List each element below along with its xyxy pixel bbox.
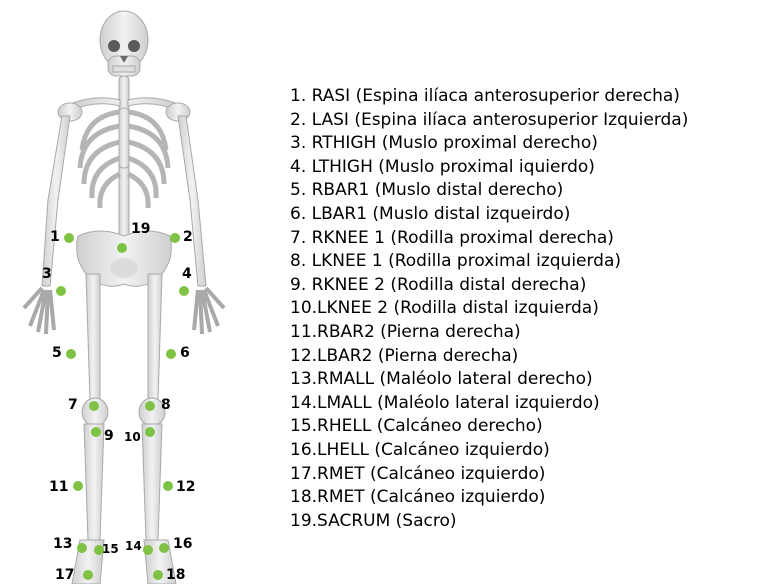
legend-item: 10.LKNEE 2 (Rodilla distal izquierda) bbox=[290, 297, 688, 321]
marker-dot-17 bbox=[83, 570, 93, 580]
legend-item: 3. RTHIGH (Muslo proximal derecho) bbox=[290, 132, 688, 156]
marker-label-19: 19 bbox=[131, 221, 150, 237]
marker-dot-8 bbox=[145, 401, 155, 411]
marker-dot-2 bbox=[170, 233, 180, 243]
marker-dot-1 bbox=[64, 233, 74, 243]
legend-item: 17.RMET (Calcáneo izquierdo) bbox=[290, 463, 688, 487]
legend-item: 1. RASI (Espina ilíaca anterosuperior de… bbox=[290, 85, 688, 109]
femur-right bbox=[86, 274, 100, 400]
marker-label-1: 1 bbox=[50, 229, 60, 245]
marker-dot-10 bbox=[145, 427, 155, 437]
marker-label-13: 13 bbox=[53, 536, 72, 552]
legend-item: 13.RMALL (Maléolo lateral derecho) bbox=[290, 368, 688, 392]
legend-item: 8. LKNEE 1 (Rodilla proximal izquierda) bbox=[290, 250, 688, 274]
legend-item: 14.LMALL (Maléolo lateral izquierdo) bbox=[290, 392, 688, 416]
marker-dot-19 bbox=[117, 243, 127, 253]
marker-label-18: 18 bbox=[166, 567, 185, 583]
legend-item: 15.RHELL (Calcáneo derecho) bbox=[290, 415, 688, 439]
marker-dot-14 bbox=[143, 545, 153, 555]
legend-item: 4. LTHIGH (Muslo proximal iquierdo) bbox=[290, 156, 688, 180]
marker-label-15: 15 bbox=[102, 541, 119, 557]
legend-item: 16.LHELL (Calcáneo izquierdo) bbox=[290, 439, 688, 463]
marker-label-11: 11 bbox=[49, 479, 68, 495]
arm-left bbox=[178, 116, 206, 286]
legend-item: 2. LASI (Espina ilíaca anterosuperior Iz… bbox=[290, 109, 688, 133]
marker-label-12: 12 bbox=[176, 479, 195, 495]
marker-label-9: 9 bbox=[104, 428, 114, 444]
legend-item: 11.RBAR2 (Pierna derecha) bbox=[290, 321, 688, 345]
marker-label-3: 3 bbox=[42, 266, 52, 282]
legend-item: 18.RMET (Calcáneo izquierdo) bbox=[290, 486, 688, 510]
legend-item: 9. RKNEE 2 (Rodilla distal derecha) bbox=[290, 274, 688, 298]
marker-label-16: 16 bbox=[173, 536, 192, 552]
tibia-left bbox=[142, 424, 162, 540]
marker-label-8: 8 bbox=[161, 397, 171, 413]
marker-label-6: 6 bbox=[180, 345, 190, 361]
legend-item: 12.LBAR2 (Pierna derecha) bbox=[290, 345, 688, 369]
marker-label-5: 5 bbox=[52, 345, 62, 361]
marker-label-14: 14 bbox=[125, 538, 142, 554]
marker-dot-5 bbox=[66, 349, 76, 359]
tibia-right bbox=[84, 424, 104, 540]
marker-dot-12 bbox=[163, 481, 173, 491]
marker-dot-18 bbox=[153, 570, 163, 580]
marker-label-4: 4 bbox=[182, 266, 192, 282]
marker-dot-9 bbox=[91, 427, 101, 437]
marker-dot-11 bbox=[73, 481, 83, 491]
marker-dot-7 bbox=[89, 401, 99, 411]
skeleton-illustration bbox=[0, 0, 290, 584]
hand-left bbox=[194, 288, 224, 334]
legend-item: 6. LBAR1 (Muslo distal izqueirdo) bbox=[290, 203, 688, 227]
marker-legend: 1. RASI (Espina ilíaca anterosuperior de… bbox=[290, 85, 688, 533]
sternum bbox=[119, 108, 129, 168]
legend-item: 7. RKNEE 1 (Rodilla proximal derecha) bbox=[290, 227, 688, 251]
marker-dot-13 bbox=[77, 543, 87, 553]
arm-right bbox=[42, 116, 70, 286]
hand-right bbox=[24, 288, 54, 334]
marker-label-17: 17 bbox=[55, 567, 74, 583]
skull bbox=[100, 11, 148, 76]
legend-item: 5. RBAR1 (Muslo distal derecho) bbox=[290, 179, 688, 203]
marker-dot-3 bbox=[56, 286, 66, 296]
marker-label-7: 7 bbox=[68, 397, 78, 413]
marker-dot-16 bbox=[159, 543, 169, 553]
marker-label-2: 2 bbox=[183, 229, 193, 245]
marker-dot-6 bbox=[166, 349, 176, 359]
legend-item: 19.SACRUM (Sacro) bbox=[290, 510, 688, 534]
marker-dot-4 bbox=[179, 286, 189, 296]
femur-left bbox=[148, 274, 162, 400]
marker-label-10: 10 bbox=[124, 429, 141, 445]
